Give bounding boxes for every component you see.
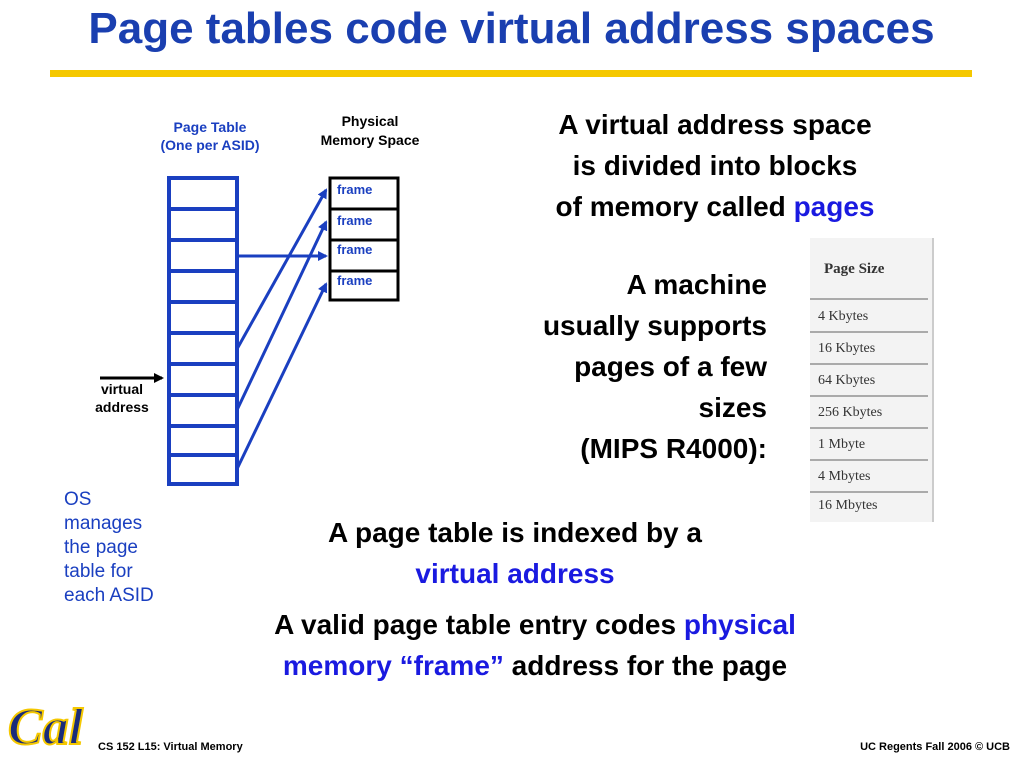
page-table-label: Page Table (One per ASID) (130, 118, 290, 154)
os-note: OS manages the page table for each ASID (64, 488, 194, 608)
page-size-row: 256 Kbytes (810, 398, 928, 429)
os-note-line: the page (64, 537, 138, 558)
virtual-address-label-line-1: virtual (100, 381, 143, 397)
text-line: A machine (626, 269, 767, 300)
virtual-address-label-line-2: address (95, 399, 149, 415)
page-size-row: 1 Mbyte (810, 430, 928, 461)
page-size-row: 64 Kbytes (810, 366, 928, 397)
page-size-row: 4 Mbytes (810, 462, 928, 493)
page-table-label-line-2: (One per ASID) (160, 137, 260, 153)
text-line: pages of a few (574, 351, 767, 382)
frame-label: frame (337, 182, 372, 197)
page-size-row: 16 Mbytes (818, 498, 878, 513)
text-line: usually supports (542, 310, 767, 341)
cal-logo: Cal (7, 698, 85, 757)
virtual-address-label: virtual address (82, 380, 162, 416)
physical-memory-label: Physical Memory Space (295, 112, 445, 150)
frame-box (328, 269, 400, 302)
highlight-pages: pages (793, 191, 875, 222)
os-note-line: each ASID (64, 585, 154, 606)
text-line: A valid page table entry codes physical (170, 604, 900, 645)
page-size-table: Page Size 4 Kbytes 16 Kbytes 64 Kbytes 2… (810, 238, 934, 522)
footer-right: UC Regents Fall 2006 © UCB (860, 741, 1010, 753)
highlight-memory-frame: memory “frame” (282, 650, 504, 681)
physical-memory-label-line-2: Memory Space (320, 132, 420, 148)
frame-label: frame (337, 213, 372, 228)
highlight-physical: physical (683, 609, 796, 640)
os-note-line: OS (64, 489, 92, 510)
page-table-label-line-1: Page Table (173, 119, 247, 135)
slide-title: Page tables code virtual address spaces (88, 4, 935, 53)
frame-box (328, 238, 400, 273)
text-segment: A valid page table entry codes (274, 609, 684, 640)
text-line: A virtual address space (558, 109, 872, 140)
text-segment: address for the page (503, 650, 788, 681)
virtual-address-space-text: A virtual address space is divided into … (500, 104, 930, 227)
page-size-row: 4 Kbytes (810, 302, 928, 333)
mapping-arrow (235, 188, 328, 350)
footer-left: CS 152 L15: Virtual Memory (98, 741, 243, 753)
text-line: (MIPS R4000): (580, 433, 767, 464)
page-size-header: Page Size (810, 238, 928, 300)
text-line: of memory called pages (500, 186, 930, 227)
mapping-arrow (235, 220, 328, 411)
mapping-arrows (235, 188, 328, 470)
frame-labels: frame frame frame frame (337, 182, 372, 288)
cal-logo-text: Cal (8, 699, 84, 756)
highlight-virtual-address: virtual address (415, 558, 615, 589)
page-size-row: 16 Kbytes (810, 334, 928, 365)
physical-memory-frames (328, 176, 400, 302)
indexed-by-text: A page table is indexed by a virtual add… (250, 512, 780, 594)
frame-label: frame (337, 242, 372, 257)
frame-label: frame (337, 273, 372, 288)
text-line: is divided into blocks (572, 150, 858, 181)
text-line: memory “frame” address for the page (170, 645, 900, 686)
page-table-entry-text: A valid page table entry codes physical … (170, 604, 900, 686)
page-sizes-text: A machine usually supports pages of a fe… (450, 264, 767, 469)
text-line: sizes (698, 392, 768, 423)
mapping-arrow (235, 282, 328, 470)
os-note-line: table for (64, 561, 133, 582)
text-line: A page table is indexed by a (328, 517, 702, 548)
text-segment: of memory called (555, 191, 794, 222)
title-underline (50, 70, 972, 77)
os-note-line: manages (64, 513, 143, 534)
page-table-column (167, 176, 239, 486)
physical-memory-label-line-1: Physical (341, 113, 399, 129)
